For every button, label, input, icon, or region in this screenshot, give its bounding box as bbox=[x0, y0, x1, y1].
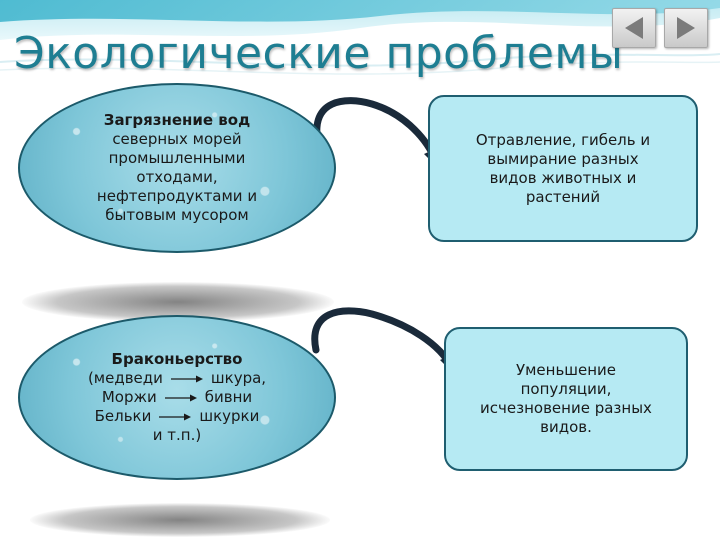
poaching-product: шкура, bbox=[210, 369, 267, 387]
problem-line: северных морей bbox=[112, 130, 242, 148]
problem-heading: Загрязнение вод bbox=[103, 111, 251, 129]
triangle-left-icon bbox=[625, 17, 643, 39]
consequence-text: Уменьшение популяции, исчезновение разны… bbox=[480, 361, 652, 437]
poaching-animal: Моржи bbox=[101, 388, 157, 406]
triangle-right-icon bbox=[677, 17, 695, 39]
slide-title: Экологические проблемы bbox=[14, 28, 624, 79]
problem-ellipse-poaching: Браконьерство (медведи шкура, Моржи бивн… bbox=[18, 315, 336, 480]
poaching-animal: Бельки bbox=[94, 407, 152, 425]
poaching-pair-row: (медведи шкура, bbox=[88, 369, 266, 388]
consequence-box-poisoning: Отравление, гибель и вымирание разных ви… bbox=[428, 95, 698, 242]
next-slide-button[interactable] bbox=[664, 8, 708, 48]
consequence-line: вымирание разных bbox=[487, 149, 639, 168]
consequence-line: исчезновение разных bbox=[480, 399, 652, 417]
previous-slide-button[interactable] bbox=[612, 8, 656, 48]
problem-ellipse-water-pollution: Загрязнение вод северных морей промышлен… bbox=[18, 83, 336, 253]
poaching-animal: (медведи bbox=[87, 369, 163, 387]
consequence-line: Отравление, гибель и bbox=[475, 130, 651, 149]
consequence-line: видов животных и bbox=[489, 168, 637, 187]
header-wave bbox=[0, 0, 720, 75]
consequence-line: видов. bbox=[540, 418, 592, 436]
poaching-pair-row: Моржи бивни bbox=[102, 388, 252, 407]
connector-arrow-1 bbox=[313, 97, 446, 174]
consequence-line: популяции, bbox=[520, 380, 612, 398]
consequence-line: Уменьшение bbox=[515, 361, 617, 379]
right-arrow-icon bbox=[164, 394, 197, 401]
right-arrow-icon bbox=[159, 413, 192, 420]
consequence-line: растений bbox=[525, 187, 601, 206]
problem-line: отходами, bbox=[136, 168, 218, 186]
poaching-tail: и т.п.) bbox=[152, 426, 202, 444]
consequence-box-population-decline: Уменьшение популяции, исчезновение разны… bbox=[444, 327, 688, 471]
problem-line: бытовым мусором bbox=[105, 206, 249, 224]
connector-arrow-2 bbox=[311, 307, 462, 382]
problem-heading: Браконьерство bbox=[111, 350, 243, 368]
poaching-product: бивни bbox=[204, 388, 253, 406]
poaching-product: шкурки bbox=[199, 407, 260, 425]
right-arrow-icon bbox=[170, 375, 203, 382]
ellipse-shadow bbox=[30, 503, 330, 537]
problem-line: промышленными bbox=[108, 149, 246, 167]
poaching-pair-row: Бельки шкурки bbox=[95, 407, 260, 426]
consequence-text: Отравление, гибель и вымирание разных ви… bbox=[476, 131, 650, 207]
problem-line: нефтепродуктами и bbox=[96, 187, 258, 205]
